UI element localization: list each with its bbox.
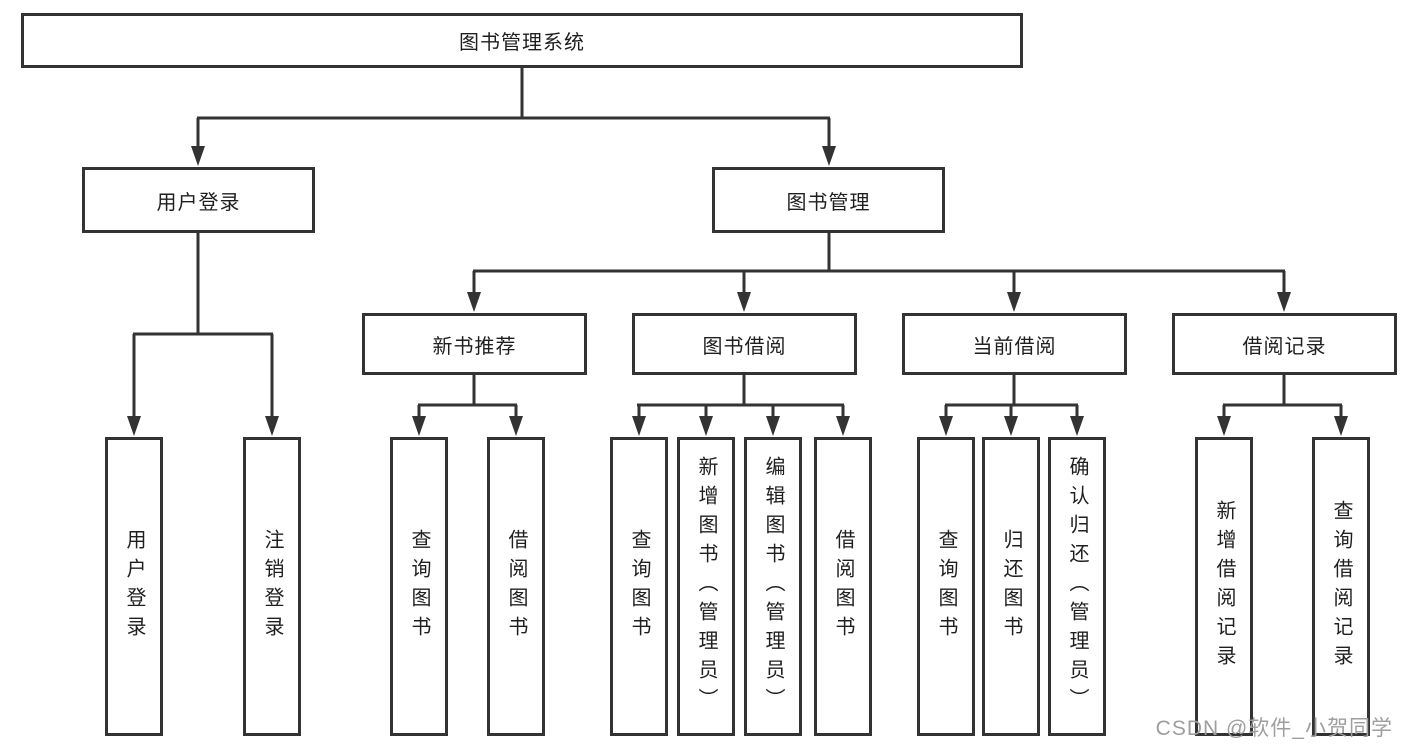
- node-borrowing-records: 借阅记录: [1172, 313, 1397, 375]
- node-label: 编辑图书（管理员）: [762, 456, 784, 717]
- node-user-login: 用户登录: [82, 167, 315, 233]
- node-current-borrowing: 当前借阅: [902, 313, 1127, 375]
- node-label: 查询借阅记录: [1330, 499, 1352, 674]
- node-label: 查询图书: [628, 528, 650, 645]
- leaf-query-borrow-record: 查询借阅记录: [1312, 437, 1370, 736]
- node-label: 用户登录: [123, 528, 145, 645]
- leaf-edit-book-admin: 编辑图书（管理员）: [744, 437, 802, 736]
- node-book-borrowing: 图书借阅: [632, 313, 857, 375]
- node-label: 借阅记录: [1242, 335, 1327, 358]
- node-label: 查询图书: [408, 528, 430, 645]
- leaf-add-borrow-record: 新增借阅记录: [1195, 437, 1253, 736]
- leaf-borrow-books-borrowing: 借阅图书: [814, 437, 872, 736]
- node-label: 新增图书（管理员）: [695, 456, 717, 717]
- node-label: 图书管理: [786, 191, 871, 214]
- node-label: 借阅图书: [832, 528, 854, 645]
- node-label: 借阅图书: [505, 528, 527, 645]
- leaf-add-book-admin: 新增图书（管理员）: [677, 437, 735, 736]
- node-label: 确认归还（管理员）: [1066, 456, 1088, 717]
- leaf-query-books-recommend: 查询图书: [390, 437, 448, 736]
- leaf-borrow-books-recommend: 借阅图书: [487, 437, 545, 736]
- node-library-management-system: 图书管理系统: [21, 13, 1023, 68]
- node-book-management: 图书管理: [712, 167, 945, 233]
- node-label: 新书推荐: [432, 335, 517, 358]
- watermark-text: CSDN @软件_小贺同学: [1155, 717, 1393, 740]
- leaf-query-books-current: 查询图书: [917, 437, 975, 736]
- node-label: 图书管理系统: [459, 32, 585, 54]
- node-label: 当前借阅: [972, 335, 1057, 358]
- node-new-book-recommendation: 新书推荐: [362, 313, 587, 375]
- leaf-user-login: 用户登录: [105, 437, 163, 736]
- node-label: 新增借阅记录: [1213, 499, 1235, 674]
- node-label: 查询图书: [935, 528, 957, 645]
- node-label: 图书借阅: [702, 335, 787, 358]
- leaf-confirm-return-admin: 确认归还（管理员）: [1048, 437, 1106, 736]
- leaf-query-books-borrowing: 查询图书: [610, 437, 668, 736]
- node-label: 归还图书: [1000, 528, 1022, 645]
- node-label: 用户登录: [156, 191, 241, 214]
- leaf-logout: 注销登录: [243, 437, 301, 736]
- node-label: 注销登录: [261, 528, 283, 645]
- leaf-return-book: 归还图书: [982, 437, 1040, 736]
